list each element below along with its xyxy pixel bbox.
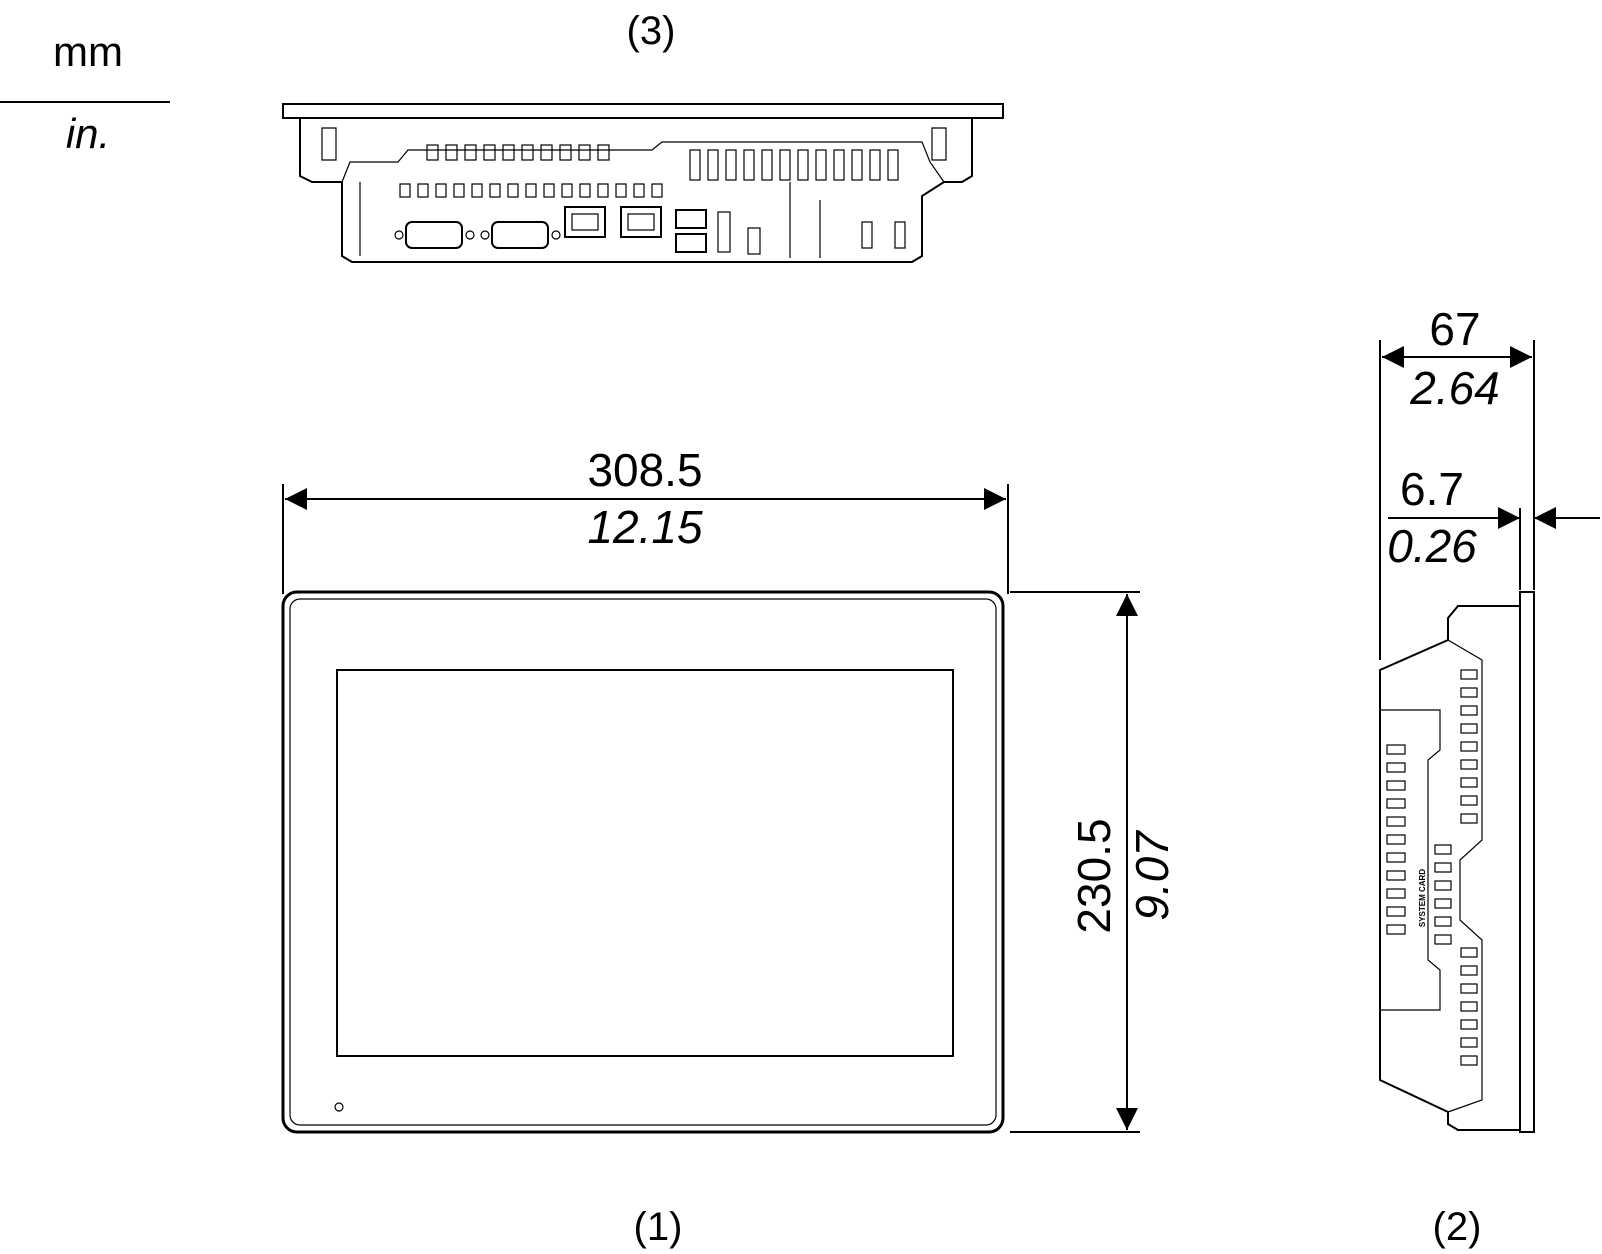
units-legend: mm in. [0, 28, 170, 157]
bezel-in: 0.26 [1387, 520, 1477, 572]
height-in: 9.07 [1126, 830, 1178, 921]
serial-port-2 [480, 221, 561, 249]
system-card-text: SYSTEM CARD [1418, 869, 1427, 927]
front-view-bezel-inner [289, 598, 997, 1126]
ethernet-port-1 [564, 206, 606, 238]
depth-dimension: 67 2.64 [1379, 303, 1535, 660]
height-mm: 230.5 [1068, 818, 1120, 933]
front-view-label: (1) [634, 1205, 683, 1249]
top-view-bezel [282, 103, 1004, 119]
depth-mm: 67 [1429, 303, 1480, 355]
top-vents-lower [399, 183, 663, 198]
width-mm: 308.5 [587, 444, 702, 496]
bezel-mm: 6.7 [1400, 463, 1464, 515]
top-view: (3) [282, 9, 1004, 263]
ethernet-port-2 [620, 206, 662, 238]
led-indicator [334, 1102, 344, 1112]
height-dimension: 230.5 9.07 [1010, 591, 1178, 1133]
top-vents-upper [426, 144, 899, 181]
side-vents-outer [1460, 669, 1478, 1066]
side-view-housing [1379, 605, 1520, 1131]
side-view-bezel [1519, 591, 1535, 1133]
unit-secondary: in. [66, 110, 110, 157]
top-view-housing [299, 118, 973, 263]
side-view: SYSTEM CARD (2) [1379, 591, 1535, 1249]
side-view-label: (2) [1433, 1205, 1482, 1249]
width-in: 12.15 [587, 501, 703, 553]
bezel-depth-dimension: 6.7 0.26 [1387, 463, 1600, 590]
unit-primary: mm [53, 28, 123, 75]
width-dimension: 308.5 12.15 [282, 444, 1009, 594]
front-view: (1) [281, 590, 1005, 1249]
side-vents-inner [1386, 744, 1452, 945]
usb-ports [675, 209, 707, 253]
front-view-bezel-outer [281, 590, 1005, 1134]
depth-in: 2.64 [1409, 362, 1500, 414]
serial-port-1 [394, 221, 475, 249]
front-view-screen [336, 669, 954, 1057]
top-view-label: (3) [627, 9, 676, 53]
